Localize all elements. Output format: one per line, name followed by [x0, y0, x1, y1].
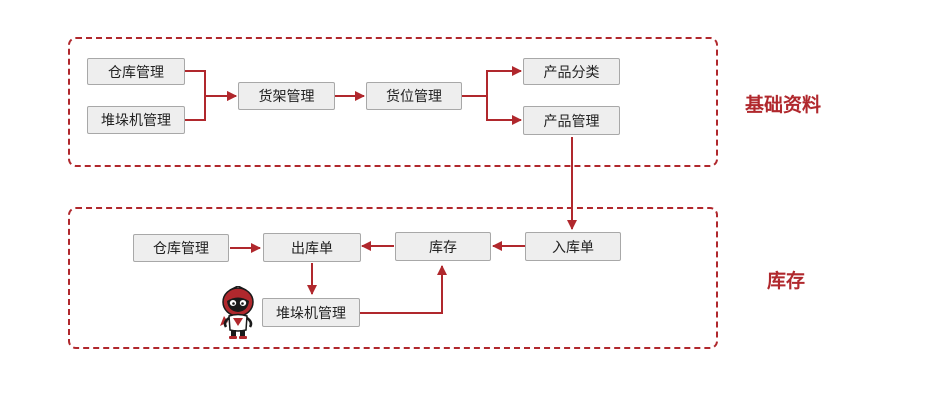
- node-inventory: 库存: [395, 232, 491, 261]
- node-location-management: 货位管理: [366, 82, 462, 110]
- robot-mascot-icon: [220, 286, 254, 339]
- node-warehouse-management-bottom: 仓库管理: [133, 234, 229, 262]
- edge-location-to-category: [462, 66, 522, 97]
- node-shelf-management: 货架管理: [238, 82, 335, 110]
- edge-stacker-to-inventory: [360, 265, 447, 314]
- node-stacker-management-bottom: 堆垛机管理: [262, 298, 360, 327]
- node-outbound-order: 出库单: [263, 233, 361, 262]
- node-inbound-order: 入库单: [525, 232, 621, 261]
- node-stacker-management-top: 堆垛机管理: [87, 106, 185, 134]
- section-label-inventory: 库存: [767, 270, 806, 292]
- node-product-management: 产品管理: [523, 106, 620, 135]
- edge-warehouse-to-shelf: [185, 70, 237, 101]
- edge-location-to-product: [486, 96, 522, 125]
- basic-data-group: [68, 37, 718, 167]
- edge-stacker-to-shelf: [185, 91, 237, 121]
- node-product-category: 产品分类: [523, 58, 620, 85]
- node-warehouse-management-top: 仓库管理: [87, 58, 185, 85]
- section-label-basic-data: 基础资料: [745, 94, 822, 116]
- inventory-group: [68, 207, 718, 349]
